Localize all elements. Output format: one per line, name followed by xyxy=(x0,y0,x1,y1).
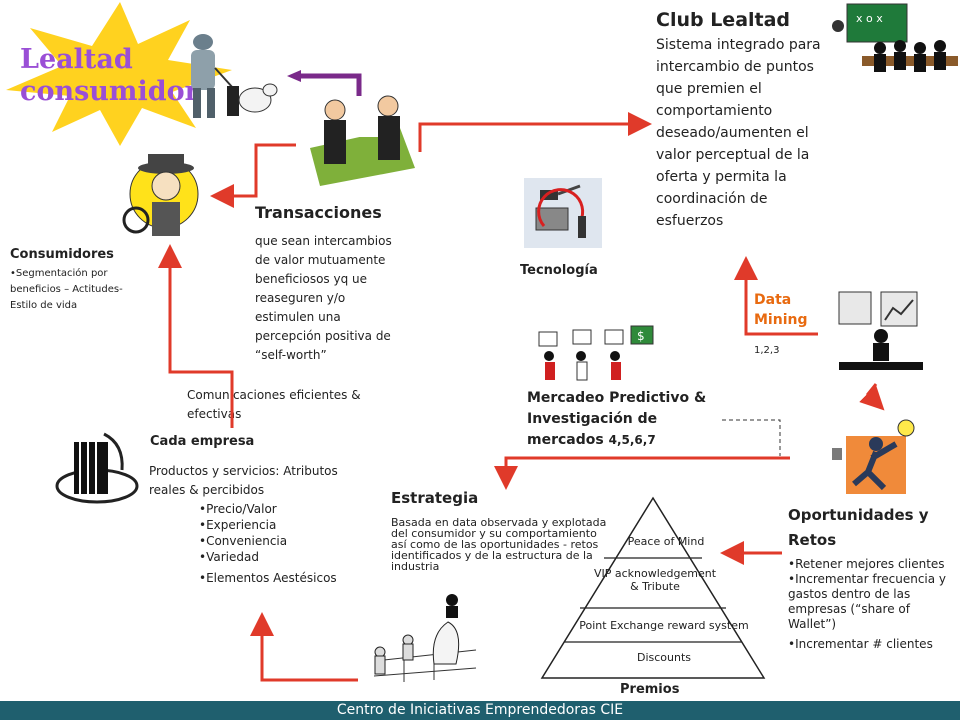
estrategia-title: Estrategia xyxy=(391,489,479,507)
purple-arrow xyxy=(287,70,362,96)
technology-icon xyxy=(524,178,602,248)
empresa-description: Productos y servicios: Atributos reales … xyxy=(149,464,338,497)
pyramid-level-vip: VIP acknowledgement & Tribute xyxy=(593,567,717,593)
mercadeo-label: Mercadeo Predictivo & Investigación de m… xyxy=(527,390,707,448)
lealtad-title: Lealtad consumidor xyxy=(20,44,199,107)
svg-text:x o x: x o x xyxy=(856,12,883,25)
list-item: Conveniencia xyxy=(199,533,287,549)
pyramid-caption: Premios xyxy=(620,682,680,697)
building-icon xyxy=(55,432,139,504)
footer-bar: Centro de Iniciativas Emprendedoras CIE xyxy=(0,701,960,720)
data-analyst-icon xyxy=(838,291,923,370)
detective-icon xyxy=(122,154,199,236)
idea-runner-icon xyxy=(832,419,915,494)
transacciones-description: que sean intercambios de valor mutuament… xyxy=(255,234,392,362)
tecnologia-label: Tecnología xyxy=(520,263,598,278)
consumidores-title: Consumidores xyxy=(10,247,114,262)
svg-text:$: $ xyxy=(637,329,645,343)
chess-pieces-icon xyxy=(373,594,477,682)
starburst-shape xyxy=(6,2,232,146)
comunicaciones-label: Comunicaciones eficientes & efectivas xyxy=(187,388,361,421)
handshake-icon xyxy=(310,95,415,186)
oportunidades-list: Retener mejores clientes Incrementar fre… xyxy=(788,557,948,652)
datamining-title: Data Mining xyxy=(754,292,808,328)
list-item: Variedad xyxy=(199,549,287,565)
transacciones-title: Transacciones xyxy=(255,203,382,222)
marketing-figures-icon: $ xyxy=(538,325,654,381)
list-item: Precio/Valor xyxy=(199,501,287,517)
list-item: Incrementar frecuencia y gastos dentro d… xyxy=(788,572,948,632)
pyramid-level-points: Point Exchange reward system xyxy=(579,619,749,632)
list-item: Retener mejores clientes xyxy=(788,557,948,572)
list-item: Experiencia xyxy=(199,517,287,533)
club-description: Sistema integrado para intercambio de pu… xyxy=(656,37,821,229)
datamining-refs: 1,2,3 xyxy=(754,345,780,356)
pyramid-level-discounts: Discounts xyxy=(636,651,692,664)
coach-team-icon: x o x xyxy=(832,3,958,72)
list-item: Incrementar # clientes xyxy=(788,637,948,652)
pyramid-level-peace-of-mind: Peace of Mind xyxy=(627,535,705,548)
club-title: Club Lealtad xyxy=(656,9,791,31)
rewards-pyramid xyxy=(540,496,766,679)
man-walking-dogs-icon xyxy=(191,34,278,118)
empresa-title: Cada empresa xyxy=(150,434,255,449)
oportunidades-title: Oportunidades y Retos xyxy=(788,506,929,549)
estrategia-description: Basada en data observada y explotada del… xyxy=(391,516,607,573)
consumidores-description: •Segmentación por beneficios – Actitudes… xyxy=(10,268,123,311)
empresa-attributes-list: Precio/Valor Experiencia Conveniencia Va… xyxy=(199,501,287,565)
empresa-extra: •Elementos Aestésicos xyxy=(199,571,337,585)
